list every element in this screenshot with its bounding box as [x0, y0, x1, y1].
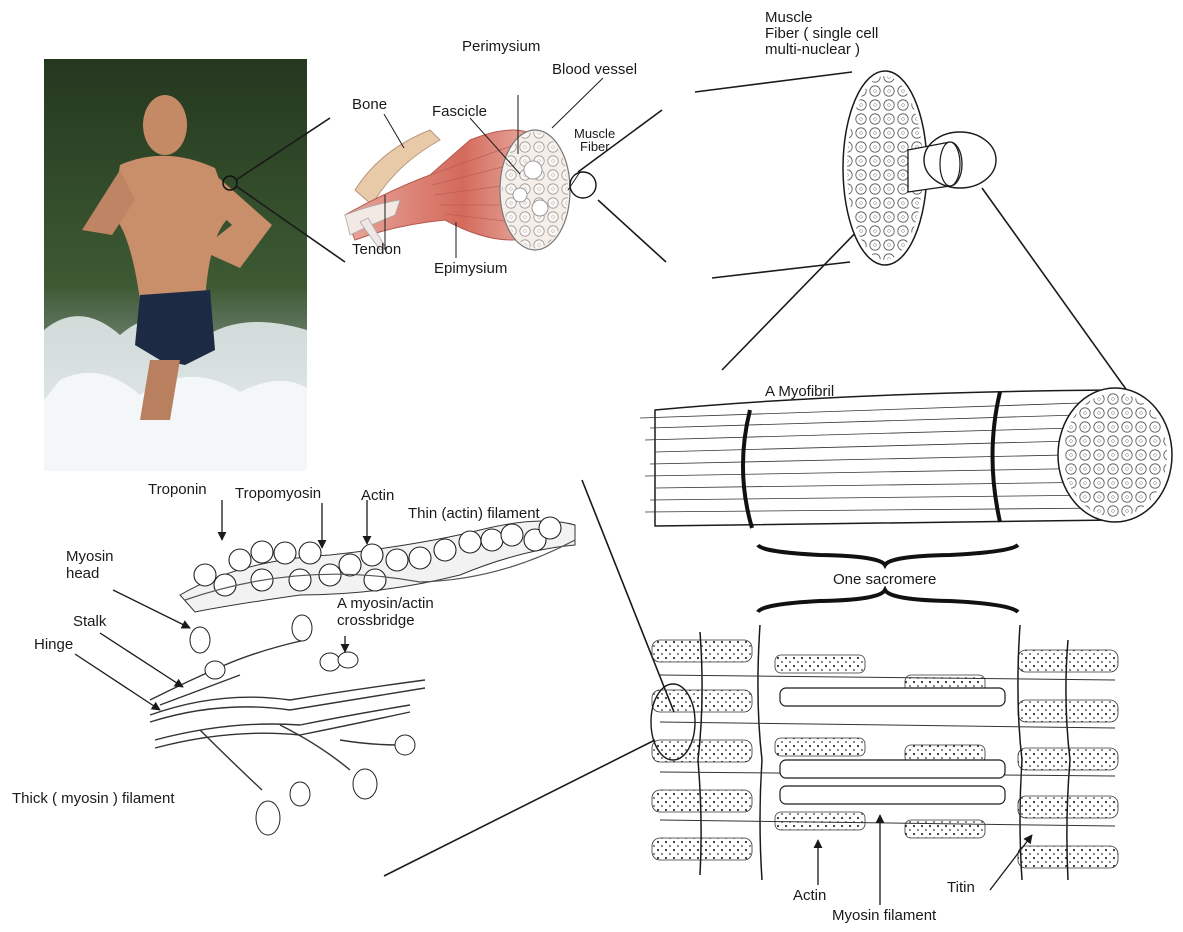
label-stalk: Stalk	[73, 614, 106, 630]
label-titin: Titin	[947, 880, 975, 896]
label-myosin-filament: Myosin filament	[832, 908, 936, 924]
sarcomere-illustration	[651, 625, 1118, 905]
label-fascicle: Fascicle	[432, 104, 487, 120]
label-crossbridge-line1: A myosin/actin	[337, 596, 434, 612]
label-muscle-fiber-line2: Fiber ( single cell	[765, 26, 878, 42]
label-myofibril: A Myofibril	[765, 384, 834, 400]
myofibril-illustration	[640, 388, 1172, 528]
label-epimysium: Epimysium	[434, 261, 507, 277]
label-actin-top: Actin	[361, 488, 394, 504]
label-tendon: Tendon	[352, 242, 401, 258]
label-actin-bottom: Actin	[793, 888, 826, 904]
label-perimysium: Perimysium	[462, 39, 540, 55]
label-thin-filament: Thin (actin) filament	[408, 506, 540, 522]
label-tropomyosin: Tropomyosin	[235, 486, 321, 502]
label-myosin-head-line1: Myosin	[66, 549, 114, 565]
label-muscle-fiber-small-line2: Fiber	[580, 140, 610, 153]
label-muscle-fiber-line3: multi-nuclear )	[765, 42, 860, 58]
label-crossbridge-line2: crossbridge	[337, 613, 415, 629]
label-one-sarcomere: One sacromere	[833, 572, 936, 588]
label-troponin: Troponin	[148, 482, 207, 498]
muscle-fiber-illustration	[843, 71, 996, 265]
label-muscle-fiber-line1: Muscle	[765, 10, 813, 26]
runner-photo	[44, 59, 307, 471]
label-thick-filament: Thick ( myosin ) filament	[12, 791, 175, 807]
label-hinge: Hinge	[34, 637, 73, 653]
label-bone: Bone	[352, 97, 387, 113]
label-blood-vessel: Blood vessel	[552, 62, 637, 78]
label-myosin-head-line2: head	[66, 566, 99, 582]
muscle-fiber-marker	[570, 172, 596, 198]
